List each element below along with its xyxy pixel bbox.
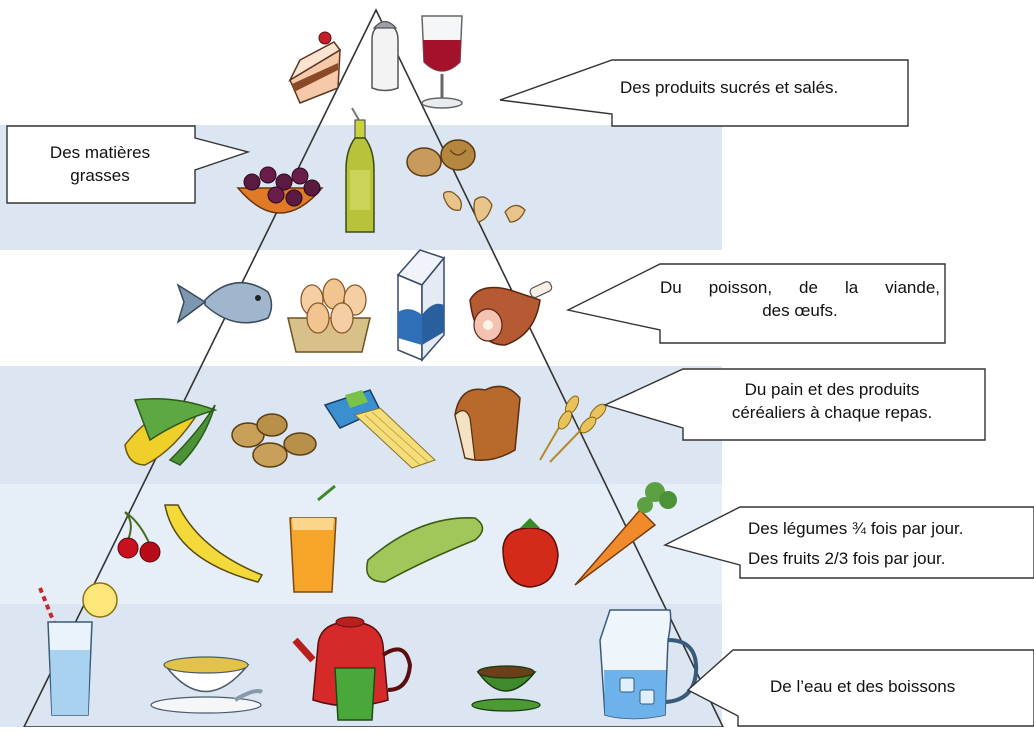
olive-oil-bottle-icon bbox=[345, 107, 375, 233]
callout-drinks-box bbox=[686, 649, 1034, 727]
soup-bowl-icon bbox=[150, 656, 263, 714]
callout-drinks-text: De l’eau et des boissons bbox=[770, 675, 1028, 698]
potatoes-icon bbox=[231, 413, 317, 468]
carrot-icon bbox=[574, 482, 677, 586]
cashew-nuts-icon bbox=[442, 191, 526, 223]
callout-cereals-line-1: Du pain et des produits bbox=[744, 380, 920, 399]
cherries-icon bbox=[117, 511, 161, 563]
milk-carton-icon bbox=[396, 249, 446, 362]
callout-sweets-line-1: Des produits sucrés et salés. bbox=[620, 78, 839, 97]
callout-proteins-line-1: Du poisson, de la viande, bbox=[660, 278, 940, 297]
water-glass-icon bbox=[38, 582, 118, 716]
wheat-icon bbox=[539, 395, 607, 463]
callout-cereals-line-2: céréaliers à chaque repas. bbox=[731, 403, 933, 422]
callout-fruits-line-2: Des fruits 2/3 fois par jour. bbox=[748, 549, 946, 568]
callout-fats-box bbox=[6, 125, 251, 204]
water-pitcher-icon bbox=[599, 609, 699, 720]
coffee-cup-icon bbox=[471, 665, 541, 712]
red-wine-glass-icon bbox=[421, 15, 463, 109]
callout-fruits-box bbox=[663, 506, 1034, 579]
salt-shaker-icon bbox=[371, 20, 399, 92]
banana-icon bbox=[164, 504, 264, 583]
callout-proteins-box bbox=[565, 263, 946, 344]
band-cereals bbox=[0, 366, 722, 484]
cake-slice-icon bbox=[288, 31, 342, 104]
cucumber-icon bbox=[366, 517, 484, 583]
callout-sweets-text: Des produits sucrés et salés. bbox=[620, 76, 902, 99]
callout-fats-line-2: grasses bbox=[70, 166, 130, 185]
corn-icon bbox=[124, 398, 218, 466]
callout-sweets-box bbox=[499, 59, 909, 127]
callout-proteins-line-2: des œufs. bbox=[762, 301, 838, 320]
callout-fats-line-1: Des matières bbox=[49, 143, 151, 162]
callout-fruits-line-1: Des légumes ¾ fois par jour. bbox=[748, 519, 964, 538]
bread-loaf-icon bbox=[454, 385, 521, 461]
callout-cereals-text: Du pain et des produits céréaliers à cha… bbox=[683, 378, 981, 424]
callout-drinks-line-1: De l’eau et des boissons bbox=[770, 677, 956, 696]
fish-icon bbox=[176, 281, 273, 324]
callout-fruits-text: Des légumes ¾ fois par jour. Des fruits … bbox=[748, 514, 1030, 574]
orange-juice-icon bbox=[289, 484, 337, 593]
ham-leg-icon bbox=[469, 281, 553, 346]
eggs-carton-icon bbox=[287, 278, 371, 353]
spaghetti-icon bbox=[323, 389, 436, 469]
teapot-icon bbox=[292, 616, 413, 721]
olives-bowl-icon bbox=[236, 166, 324, 214]
callout-proteins-text: Du poisson, de la viande, des œufs. bbox=[660, 276, 940, 322]
walnuts-icon bbox=[406, 139, 476, 177]
callout-fats-text: Des matières grasses bbox=[20, 141, 180, 187]
tomato-icon bbox=[502, 518, 559, 588]
callout-cereals-box bbox=[603, 368, 986, 441]
